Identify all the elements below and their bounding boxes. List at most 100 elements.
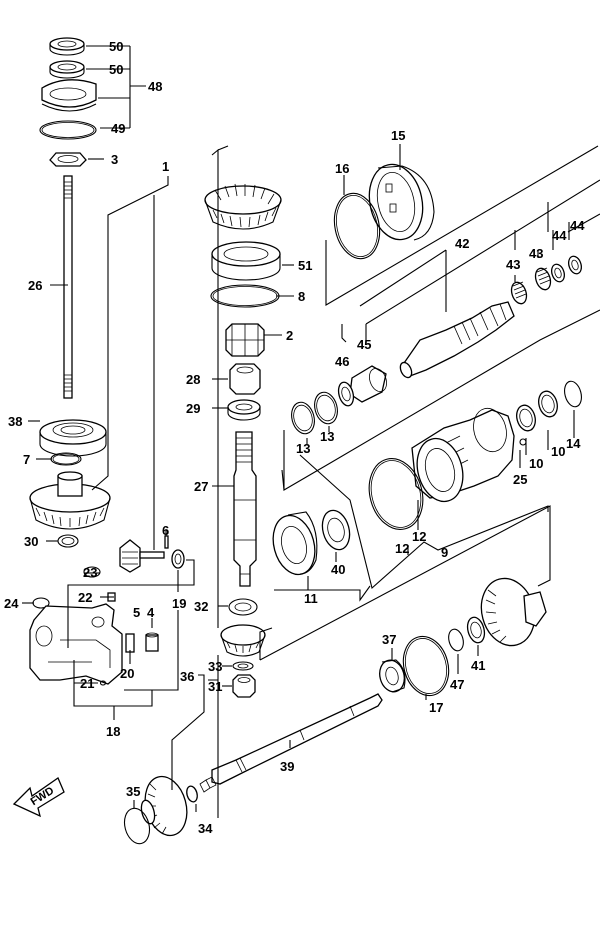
bearing-43b (534, 267, 552, 291)
shim-7 (50, 452, 82, 466)
nut-28 (229, 363, 261, 395)
washer-10a (516, 404, 536, 432)
label-34: 34 (198, 821, 213, 836)
shim-13b (314, 391, 338, 425)
o-ring-12a (368, 458, 424, 530)
washer-29 (227, 399, 261, 421)
reverse-bevel-gear-small (220, 624, 266, 657)
label-15: 15 (391, 128, 405, 143)
pin-25 (519, 438, 527, 446)
o-ring-49 (39, 120, 97, 140)
forward-bevel-gear (204, 183, 282, 230)
label-24: 24 (4, 596, 19, 611)
oil-seal-lower (49, 60, 85, 79)
label-46: 46 (335, 354, 349, 369)
label-5: 5 (133, 605, 140, 620)
label-50-upper: 50 (109, 39, 123, 54)
label-30: 30 (24, 534, 38, 549)
nut-31 (232, 674, 256, 698)
label-27: 27 (194, 479, 208, 494)
label-18: 18 (106, 724, 120, 739)
label-23: 23 (83, 565, 97, 580)
label-14: 14 (566, 436, 581, 451)
label-8: 8 (298, 289, 305, 304)
nut-3 (49, 152, 87, 167)
label-50-lower: 50 (109, 62, 123, 77)
washer-44b (568, 255, 582, 275)
label-35: 35 (126, 784, 140, 799)
bearing-43a (510, 281, 528, 305)
washer-10b (538, 390, 558, 418)
label-28: 28 (186, 372, 200, 387)
label-51: 51 (298, 258, 312, 273)
sleeve-45 (349, 365, 387, 403)
label-40: 40 (331, 562, 345, 577)
label-22: 22 (78, 590, 92, 605)
label-2: 2 (286, 328, 293, 343)
label-11: 11 (304, 591, 318, 606)
label-39: 39 (280, 759, 294, 774)
label-19: 19 (172, 596, 186, 611)
bushing-4 (145, 632, 159, 652)
label-4: 4 (147, 605, 155, 620)
label-13a: 13 (296, 441, 310, 456)
bearing-15 (368, 163, 435, 241)
label-33: 33 (208, 659, 222, 674)
label-12b: 12 (395, 541, 409, 556)
label-44-upper: 44 (552, 228, 567, 243)
label-36: 36 (180, 669, 194, 684)
o-ring-17 (402, 635, 450, 697)
pin-21 (99, 680, 107, 686)
label-16: 16 (335, 161, 349, 176)
fwd-direction-arrow: FWD (12, 777, 65, 818)
label-10a: 10 (529, 456, 543, 471)
propeller-shaft-27 (233, 431, 257, 587)
bearing-38 (39, 419, 107, 457)
bearing-37 (379, 659, 406, 693)
washer-34 (186, 785, 198, 803)
label-29: 29 (186, 401, 200, 416)
bevel-gear-35 (140, 775, 188, 837)
o-ring-35 (123, 807, 151, 845)
bearing-11 (272, 511, 318, 576)
clip-47 (448, 628, 464, 652)
shaft-42 (399, 301, 515, 379)
label-38: 38 (8, 414, 22, 429)
washer-41 (466, 616, 486, 644)
washer-33 (232, 661, 254, 671)
shift-cam (119, 539, 165, 573)
washer-30 (57, 534, 79, 548)
washer-32 (228, 598, 258, 616)
retainer-16 (333, 192, 381, 260)
clip-14 (564, 380, 582, 408)
label-47: 47 (450, 677, 464, 692)
shim-13a (291, 401, 315, 435)
bushing-5 (125, 633, 135, 653)
label-6: 6 (162, 523, 169, 538)
clip-23 (83, 566, 101, 578)
label-17: 17 (429, 700, 443, 715)
label-31: 31 (208, 679, 222, 694)
bearing-51 (211, 241, 281, 281)
label-44-right: 44 (570, 218, 585, 233)
reverse-bevel-gear (480, 577, 547, 647)
callout-labels: 50 50 48 49 3 1 26 38 7 30 6 23 22 24 19… (4, 39, 585, 836)
label-49: 49 (111, 121, 125, 136)
label-20: 20 (120, 666, 134, 681)
washer-19 (171, 549, 185, 569)
reverse-gear-housing (411, 407, 515, 503)
label-25: 25 (513, 472, 527, 487)
label-43-lower: 43 (506, 257, 520, 272)
label-7: 7 (23, 452, 30, 467)
label-37: 37 (382, 632, 396, 647)
label-9: 9 (441, 545, 448, 560)
label-3: 3 (111, 152, 118, 167)
label-41: 41 (471, 658, 485, 673)
label-48: 48 (148, 79, 162, 94)
leader-lines (22, 45, 600, 818)
label-26: 26 (28, 278, 42, 293)
gear-case-housing-18 (29, 603, 123, 685)
label-43-upper: 43 (529, 246, 543, 261)
seal-housing (41, 79, 97, 112)
